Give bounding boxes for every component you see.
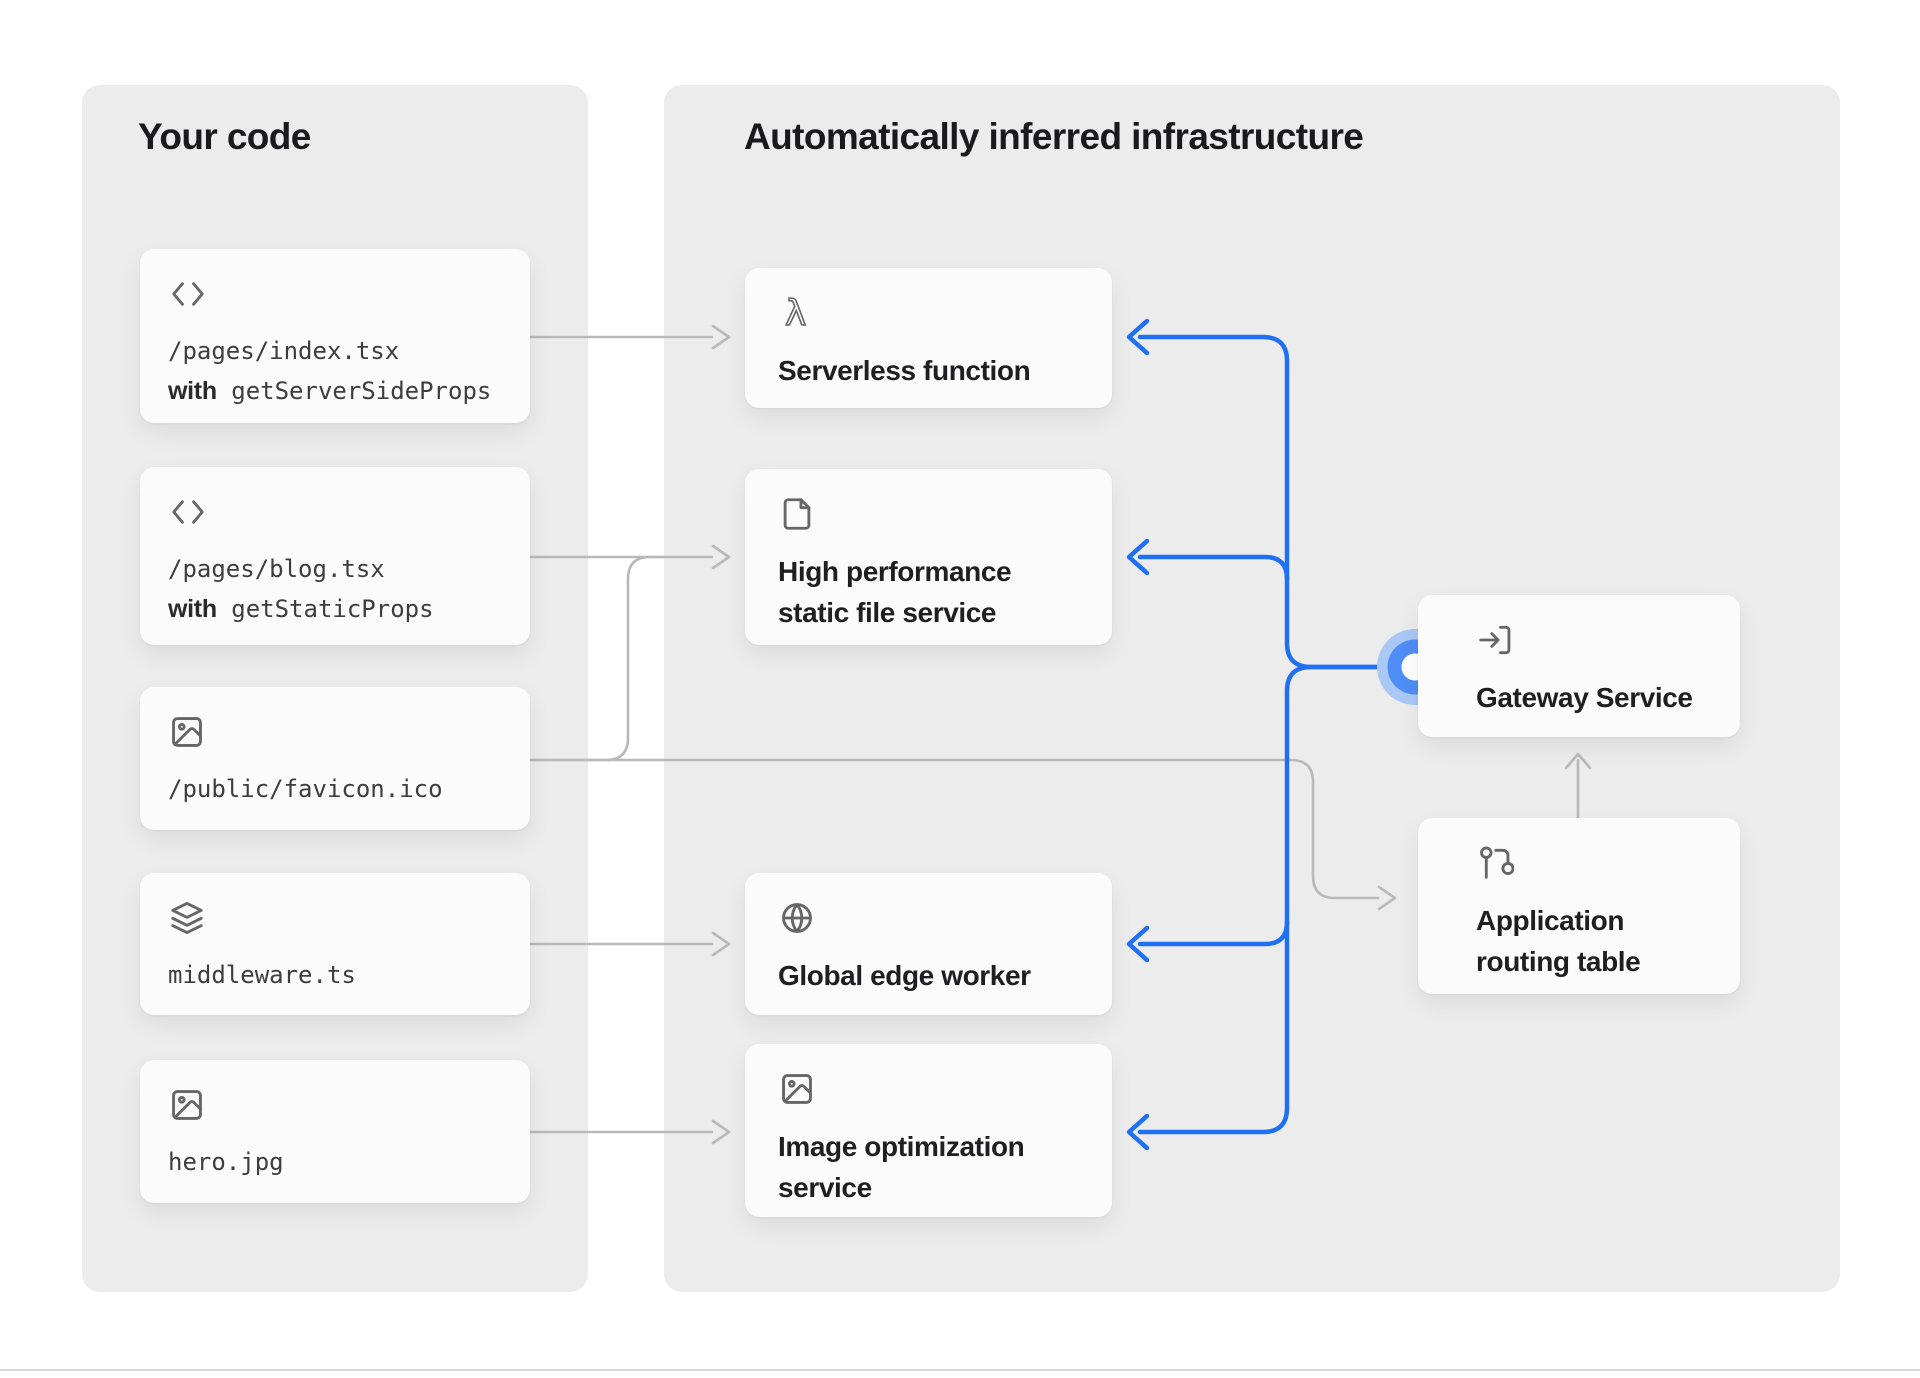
service-label: Gateway Service (1476, 677, 1716, 718)
service-card-image-optimization: Image optimization service (745, 1044, 1112, 1217)
with-code: getStaticProps (231, 595, 433, 623)
image-icon (168, 1086, 208, 1124)
your-code-title: Your code (138, 116, 311, 158)
service-card-global-edge-worker: Global edge worker (745, 873, 1112, 1015)
service-label: Serverless function (778, 350, 1088, 391)
service-label: High performance static file service (778, 551, 1088, 633)
service-card-static-file-service: High performance static file service (745, 469, 1112, 645)
file-path: hero.jpg (168, 1142, 506, 1182)
code-card-blog: /pages/blog.tsx with getStaticProps (140, 467, 530, 645)
file-icon (778, 495, 818, 533)
code-icon (168, 493, 208, 531)
page-bottom-separator (0, 1369, 1920, 1371)
file-path: /pages/blog.tsx (168, 549, 506, 589)
file-detail: with getServerSideProps (168, 371, 506, 415)
globe-icon (778, 899, 818, 937)
code-card-favicon: /public/favicon.ico (140, 687, 530, 830)
with-label: with (168, 595, 217, 623)
service-label: Image optimization service (778, 1126, 1088, 1208)
image-icon (778, 1070, 818, 1108)
with-code: getServerSideProps (231, 377, 491, 405)
image-icon (168, 713, 208, 751)
service-label: Application routing table (1476, 900, 1716, 982)
gateway-service-card: Gateway Service (1418, 595, 1740, 737)
with-label: with (168, 377, 217, 405)
infrastructure-title: Automatically inferred infrastructure (744, 116, 1363, 158)
file-detail: with getStaticProps (168, 589, 506, 633)
svg-text:λ: λ (785, 294, 806, 332)
file-path: middleware.ts (168, 955, 506, 995)
file-path: /pages/index.tsx (168, 331, 506, 371)
code-card-middleware: middleware.ts (140, 873, 530, 1015)
code-icon (168, 275, 208, 313)
code-card-index: /pages/index.tsx with getServerSideProps (140, 249, 530, 423)
routes-icon (1476, 844, 1516, 882)
service-card-serverless-function: λ Serverless function (745, 268, 1112, 408)
lambda-icon: λ (778, 294, 818, 332)
application-routing-table-card: Application routing table (1418, 818, 1740, 994)
code-card-hero: hero.jpg (140, 1060, 530, 1203)
sign-in-icon (1476, 621, 1516, 659)
file-path: /public/favicon.ico (168, 769, 506, 809)
service-label: Global edge worker (778, 955, 1088, 996)
layers-icon (168, 899, 208, 937)
